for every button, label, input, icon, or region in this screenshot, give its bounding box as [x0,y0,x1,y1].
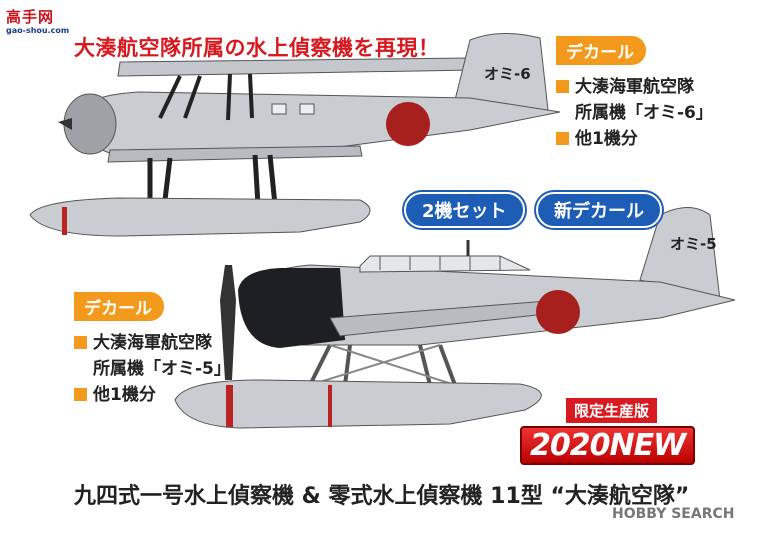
decal-line-text: 大湊海軍航空隊 [575,77,694,97]
decal-line: 他1機分 [556,126,713,152]
tail-code-bottom: オミ-5 [670,235,717,253]
bullet-square-icon [74,336,87,349]
new-2020-badge: 2020NEW [520,426,696,465]
tail-code-top: オミ-6 [484,65,531,83]
bullet-square-icon [556,132,569,145]
decal-info-top: 大湊海軍航空隊 所属機「オミ-6」 他1機分 [556,74,713,152]
site-logo-text: 高手网 [6,8,55,26]
decal-line-text: 他1機分 [93,385,156,405]
decal-line: 大湊海軍航空隊 [74,330,231,356]
bullet-square-icon [74,388,87,401]
two-plane-set-badge: 2機セット [404,192,525,228]
decal-line-text: 所属機「オミ-5」 [93,359,231,379]
decal-tag-top: デカール [556,36,646,65]
decal-tag-bottom: デカール [74,292,164,321]
bullet-square-icon [556,80,569,93]
type94-floatplane [29,32,561,237]
site-logo-subtext: gao-shou.com [6,26,70,35]
limited-edition-badge: 限定生産版 [566,398,658,423]
decal-line-text: 大湊海軍航空隊 [93,333,212,353]
headline: 大湊航空隊所属の水上偵察機を再現！ [74,36,440,60]
product-title: 九四式一号水上偵察機 & 零式水上偵察機 11型 “大湊航空隊” [74,484,690,509]
decal-line: 他1機分 [74,382,231,408]
decal-info-bottom: 大湊海軍航空隊 所属機「オミ-5」 他1機分 [74,330,231,408]
new-decal-badge: 新デカール [536,192,662,228]
decal-line-text: 他1機分 [575,129,638,149]
decal-line: 大湊海軍航空隊 [556,74,713,100]
type0-floatplane [174,207,736,429]
decal-line-text: 所属機「オミ-6」 [575,103,713,123]
site-logo: 高手网 gao-shou.com [4,4,70,36]
watermark: HOBBY SEARCH [612,506,735,522]
